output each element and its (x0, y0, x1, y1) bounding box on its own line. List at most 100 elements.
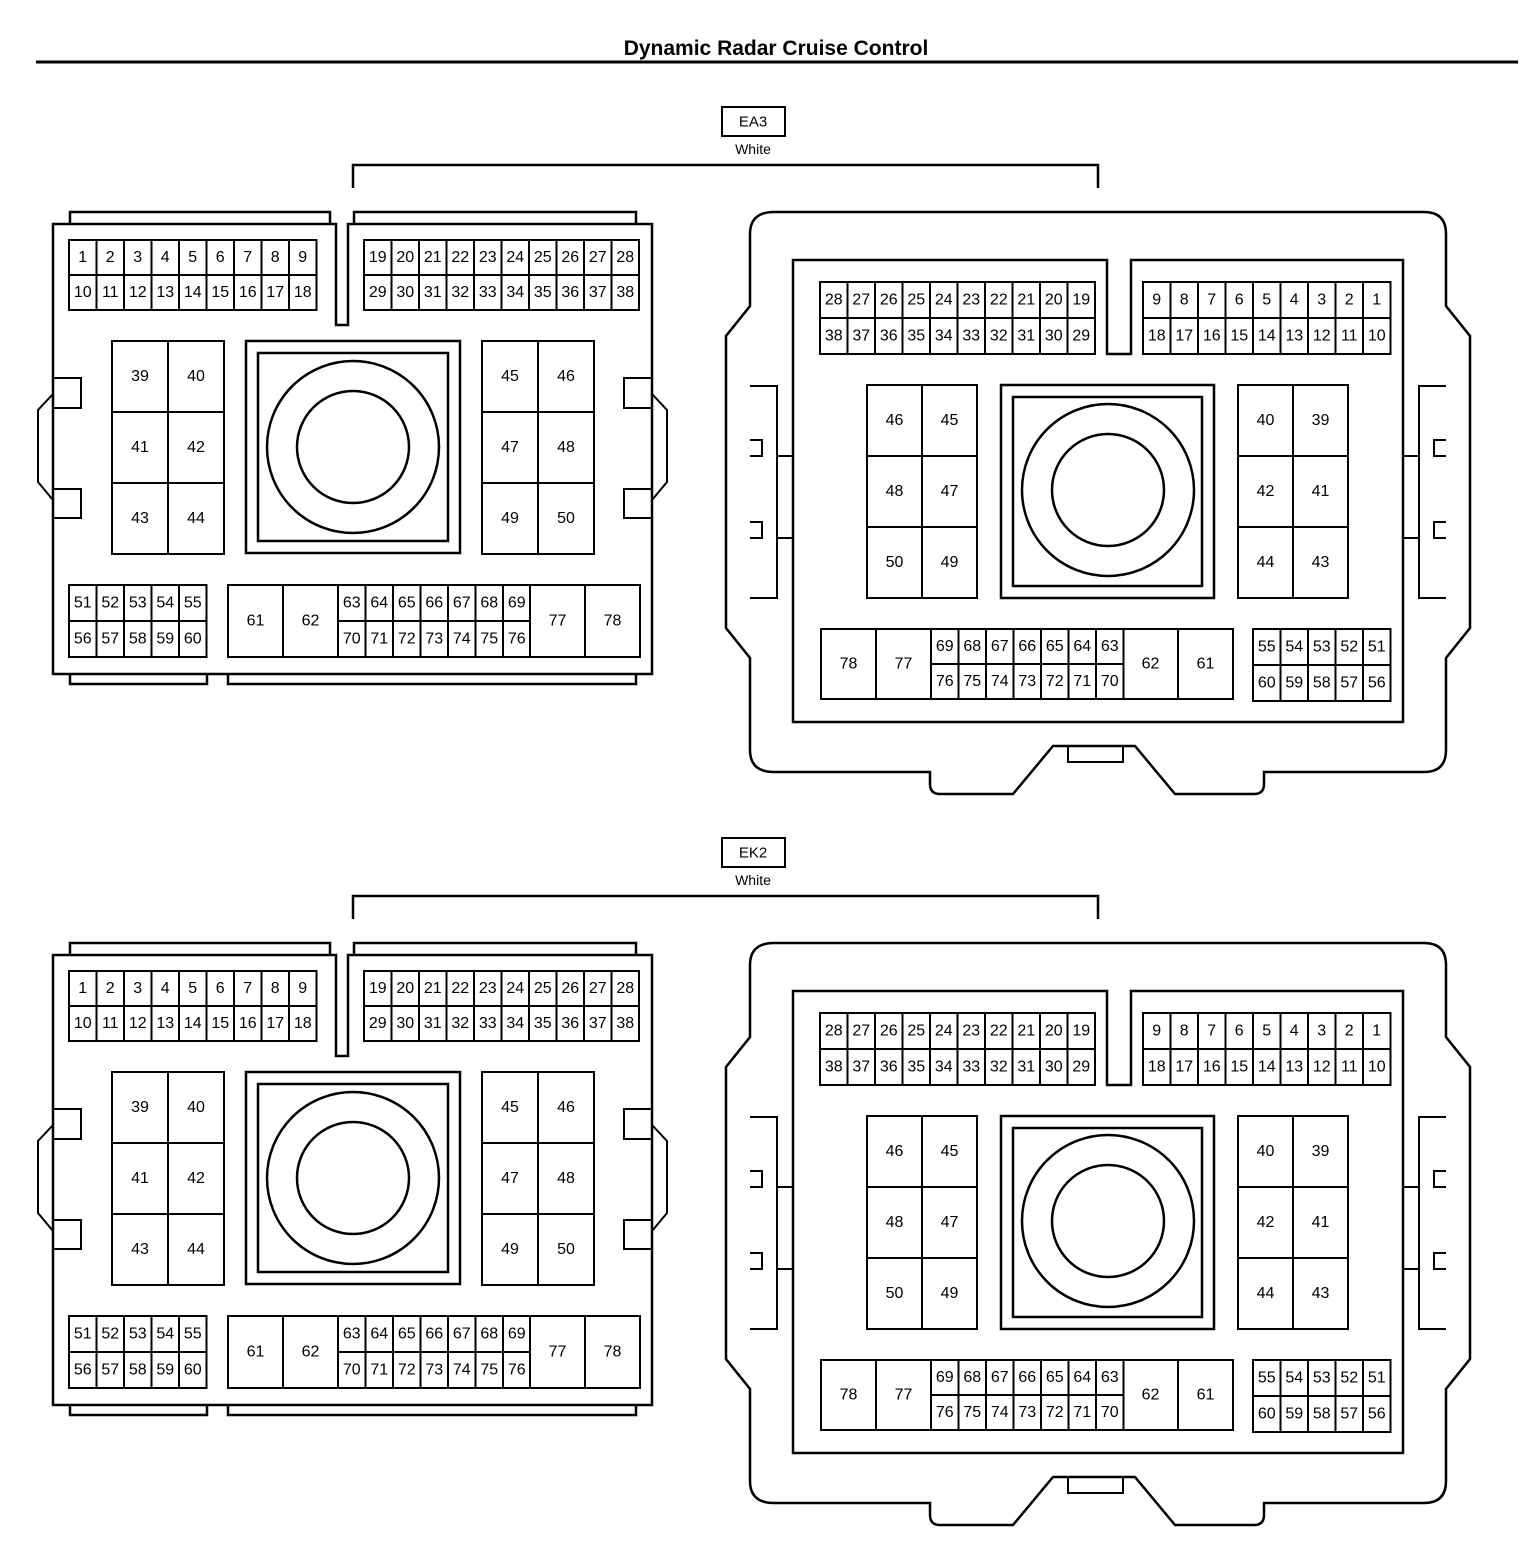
pin-cell-51: 51 (1362, 628, 1392, 666)
pin-label: 11 (1341, 328, 1358, 345)
pin-label: 77 (549, 1344, 567, 1361)
pin-cell-28: 28 (610, 970, 640, 1007)
pin-cell-52: 52 (1334, 628, 1364, 666)
connector-tag-box (721, 106, 786, 137)
pin-label: 50 (557, 1241, 575, 1258)
pin-box (473, 970, 503, 1007)
pin-label: 13 (1285, 328, 1303, 345)
pin-box (1197, 317, 1227, 355)
pin-cell-49: 49 (481, 1213, 539, 1286)
pin-label: 8 (1180, 292, 1189, 309)
pin-label: 69 (936, 638, 954, 655)
pin-cell-36: 36 (555, 274, 585, 311)
pin-box (1011, 281, 1041, 319)
pin-cell-17: 17 (260, 1005, 290, 1042)
pin-cell-63: 63 (337, 584, 367, 622)
pin-box (537, 482, 595, 555)
pin-label: 32 (990, 328, 1008, 345)
pin-cell-18: 18 (288, 274, 318, 311)
pin-cell-7: 7 (1197, 1012, 1227, 1050)
pin-label: 9 (1152, 292, 1161, 309)
pin-label: 78 (840, 1387, 858, 1404)
pin-box (984, 1012, 1014, 1050)
pin-label: 67 (453, 1326, 471, 1343)
pin-label: 53 (129, 595, 147, 612)
pin-cell-75: 75 (474, 1351, 504, 1389)
pin-label: 43 (131, 510, 149, 527)
pin-cell-23: 23 (956, 281, 986, 319)
pin-box (1362, 317, 1392, 355)
pin-box (205, 970, 235, 1007)
pin-cell-49: 49 (921, 526, 978, 599)
pin-box (288, 970, 318, 1007)
pin-cell-55: 55 (1252, 628, 1282, 666)
pin-box (337, 1351, 367, 1389)
pin-label: 9 (298, 980, 307, 997)
pin-cell-77: 77 (529, 584, 586, 658)
pin-cell-62: 62 (1122, 628, 1179, 700)
pin-box (1292, 1115, 1349, 1188)
pin-label: 78 (604, 1344, 622, 1361)
pin-cell-25: 25 (528, 970, 558, 1007)
pin-label: 42 (1257, 483, 1275, 500)
pin-cell-25: 25 (528, 239, 558, 276)
socket-outer-ring (1020, 402, 1196, 578)
pin-cell-69: 69 (502, 584, 532, 622)
pin-cell-55: 55 (1252, 1359, 1282, 1397)
pin-label: 14 (1258, 1059, 1276, 1076)
pin-label: 42 (187, 439, 205, 456)
pin-label: 25 (907, 292, 925, 309)
pin-box (875, 1359, 932, 1431)
pin-label: 8 (1180, 1023, 1189, 1040)
pin-cell-45: 45 (481, 340, 539, 413)
pin-cell-57: 57 (95, 620, 125, 658)
pin-cell-69: 69 (930, 1359, 960, 1396)
pin-cell-73: 73 (419, 1351, 449, 1389)
pin-cell-63: 63 (1095, 1359, 1125, 1396)
pin-cell-4: 4 (1279, 281, 1309, 319)
pin-cell-52: 52 (95, 584, 125, 622)
socket-inner-ring (295, 1120, 411, 1236)
pin-box (1122, 1359, 1179, 1431)
pin-cell-41: 41 (1292, 1186, 1349, 1259)
pin-label: 73 (1018, 1404, 1036, 1421)
right-latch-top (623, 1108, 652, 1140)
pin-cell-53: 53 (123, 584, 153, 622)
pin-box (930, 628, 960, 665)
pin-cell-74: 74 (985, 1394, 1015, 1431)
pin-cell-22: 22 (984, 1012, 1014, 1050)
pin-cell-21: 21 (418, 970, 448, 1007)
pin-box (1067, 628, 1097, 665)
pin-box (233, 1005, 263, 1042)
pin-label: 45 (941, 1143, 959, 1160)
pin-label: 56 (1368, 675, 1386, 692)
housing-outline (51, 222, 654, 676)
pin-cell-58: 58 (1307, 1395, 1337, 1433)
pin-label: 55 (1258, 639, 1276, 656)
pin-cell-12: 12 (1307, 317, 1337, 355)
left-latch-arm (37, 393, 54, 501)
right-connector-face: 1234567891011121314151617181920212223242… (724, 941, 1472, 1527)
pin-cell-44: 44 (167, 482, 225, 555)
pin-label: 67 (991, 638, 1009, 655)
pin-label: 32 (451, 1015, 469, 1032)
pin-label: 14 (184, 1015, 202, 1032)
pin-label: 14 (184, 284, 202, 301)
pin-cell-33: 33 (473, 1005, 503, 1042)
pin-cell-9: 9 (1142, 1012, 1172, 1050)
pin-label: 45 (501, 1099, 519, 1116)
pin-label: 8 (271, 980, 280, 997)
pin-label: 30 (396, 1015, 414, 1032)
pin-label: 43 (1312, 1285, 1330, 1302)
pin-cell-74: 74 (447, 620, 477, 658)
pin-box (1252, 1012, 1282, 1050)
pin-box (150, 1351, 180, 1389)
pin-label: 39 (131, 1099, 149, 1116)
pin-label: 56 (74, 1362, 92, 1379)
pin-label: 65 (1046, 638, 1064, 655)
socket-inner-ring (1050, 1163, 1166, 1279)
pin-label: 17 (266, 1015, 284, 1032)
pin-box (1039, 1012, 1069, 1050)
pin-cell-10: 10 (68, 274, 98, 311)
